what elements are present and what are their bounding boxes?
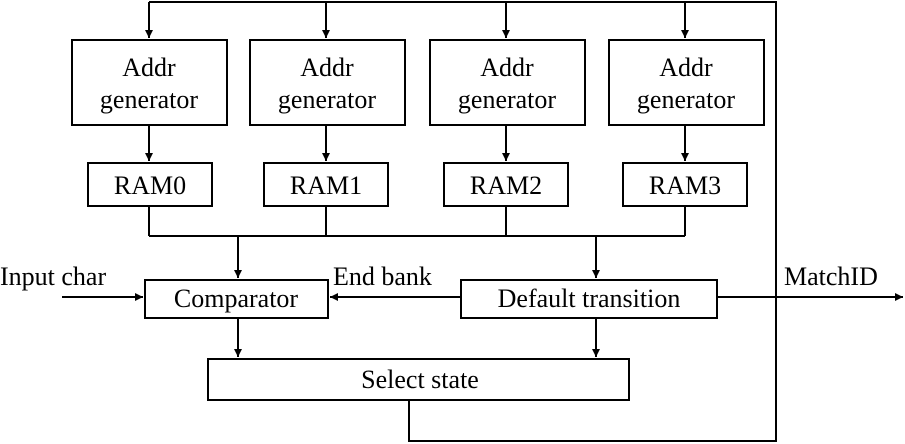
- end-bank-label: End bank: [333, 262, 432, 291]
- addr-generator-1-line2: generator: [278, 85, 377, 114]
- addr-generator-1-line1: Addr: [300, 53, 354, 82]
- addr-generator-2-line2: generator: [458, 85, 557, 114]
- addr-generator-3-line2: generator: [637, 85, 736, 114]
- addr-generator-0-line1: Addr: [122, 53, 176, 82]
- addr-generator-1: Addr generator: [249, 39, 406, 126]
- input-char-label: Input char: [0, 262, 106, 291]
- addr-generator-3: Addr generator: [608, 39, 765, 126]
- ram-2-label: RAM2: [470, 171, 542, 200]
- ram-0: RAM0: [87, 162, 213, 207]
- addr-generator-2-line1: Addr: [480, 53, 534, 82]
- feedback-wire: [149, 1, 777, 442]
- match-id-label: MatchID: [784, 262, 878, 291]
- addr-generator-0: Addr generator: [71, 39, 228, 126]
- ram-3: RAM3: [622, 162, 748, 207]
- default-transition-label: Default transition: [498, 284, 681, 313]
- comparator-box: Comparator: [144, 279, 329, 319]
- ram-2: RAM2: [443, 162, 569, 207]
- default-transition-box: Default transition: [460, 279, 718, 319]
- addr-generator-3-line1: Addr: [659, 53, 713, 82]
- addr-generator-0-line2: generator: [100, 85, 199, 114]
- comparator-label: Comparator: [174, 284, 299, 313]
- select-state-label: Select state: [361, 365, 479, 394]
- select-state-box: Select state: [207, 358, 630, 401]
- ram-0-label: RAM0: [114, 171, 186, 200]
- addr-generator-2: Addr generator: [429, 39, 586, 126]
- ram-3-label: RAM3: [649, 171, 721, 200]
- ram-1-label: RAM1: [290, 171, 362, 200]
- ram-1: RAM1: [263, 162, 389, 207]
